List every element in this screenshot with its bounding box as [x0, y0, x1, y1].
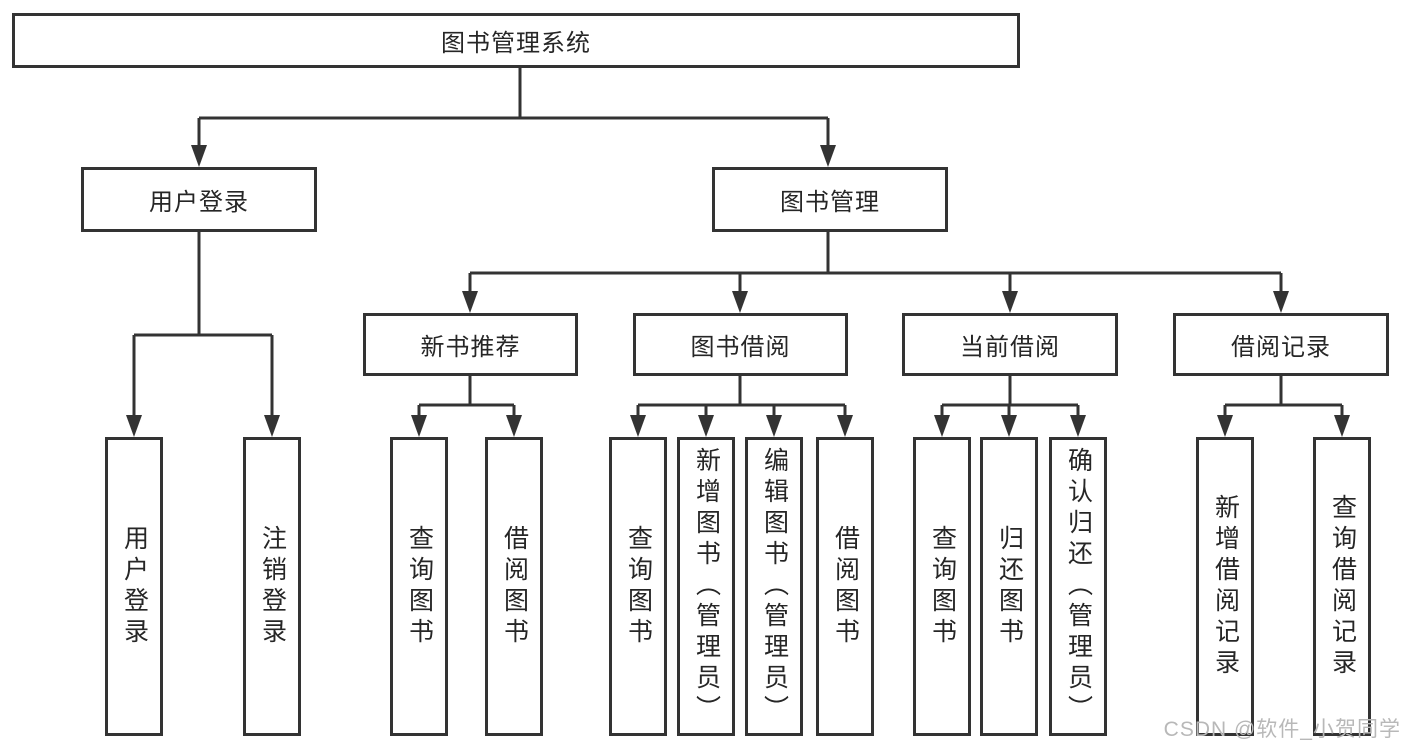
node-book-borrow: 图书借阅 — [633, 313, 848, 376]
leaf-label: 注销登录 — [258, 524, 287, 649]
node-label: 图书管理 — [780, 189, 880, 216]
node-current-borrow: 当前借阅 — [902, 313, 1118, 376]
leaf-label: 借阅图书 — [500, 524, 529, 649]
node-user-login: 用户登录 — [81, 167, 317, 232]
node-label: 用户登录 — [149, 189, 249, 216]
leaf-newbooks-borrow-books: 借阅图书 — [485, 437, 543, 736]
leaf-borrow-edit-books-admin: 编辑图书（管理员） — [745, 437, 803, 736]
leaf-user-login: 用户登录 — [105, 437, 163, 736]
leaf-newbooks-search-books: 查询图书 — [390, 437, 448, 736]
leaf-label: 查询图书 — [928, 524, 957, 649]
leaf-borrow-search-books: 查询图书 — [609, 437, 667, 736]
node-label: 图书管理系统 — [441, 30, 591, 57]
leaf-current-confirm-return-admin: 确认归还（管理员） — [1049, 437, 1107, 736]
leaf-label: 借阅图书 — [831, 524, 860, 649]
node-borrow-records: 借阅记录 — [1173, 313, 1389, 376]
node-label: 当前借阅 — [960, 334, 1060, 361]
leaf-records-add-record: 新增借阅记录 — [1196, 437, 1254, 736]
leaf-label: 确认归还（管理员） — [1064, 447, 1093, 726]
node-label: 借阅记录 — [1231, 334, 1331, 361]
leaf-label: 新增借阅记录 — [1211, 493, 1240, 680]
leaf-current-search-books: 查询图书 — [913, 437, 971, 736]
leaf-label: 编辑图书（管理员） — [760, 447, 789, 726]
leaf-label: 归还图书 — [995, 524, 1024, 649]
leaf-label: 查询借阅记录 — [1328, 493, 1357, 680]
leaf-label: 查询图书 — [624, 524, 653, 649]
node-root-library-system: 图书管理系统 — [12, 13, 1020, 68]
leaf-borrow-borrow-books: 借阅图书 — [816, 437, 874, 736]
arrowheads — [126, 145, 1350, 437]
csdn-watermark: CSDN @软件_小贺同学 — [1163, 718, 1401, 741]
leaf-label: 新增图书（管理员） — [692, 447, 721, 726]
node-label: 图书借阅 — [690, 334, 791, 361]
node-new-book-recommend: 新书推荐 — [363, 313, 578, 376]
node-label: 新书推荐 — [420, 334, 521, 361]
node-book-management: 图书管理 — [712, 167, 948, 232]
leaf-label: 查询图书 — [405, 524, 434, 649]
leaf-borrow-add-books-admin: 新增图书（管理员） — [677, 437, 735, 736]
leaf-records-search-record: 查询借阅记录 — [1313, 437, 1371, 736]
leaf-current-return-books: 归还图书 — [980, 437, 1038, 736]
leaf-label: 用户登录 — [120, 524, 149, 649]
leaf-logout: 注销登录 — [243, 437, 301, 736]
